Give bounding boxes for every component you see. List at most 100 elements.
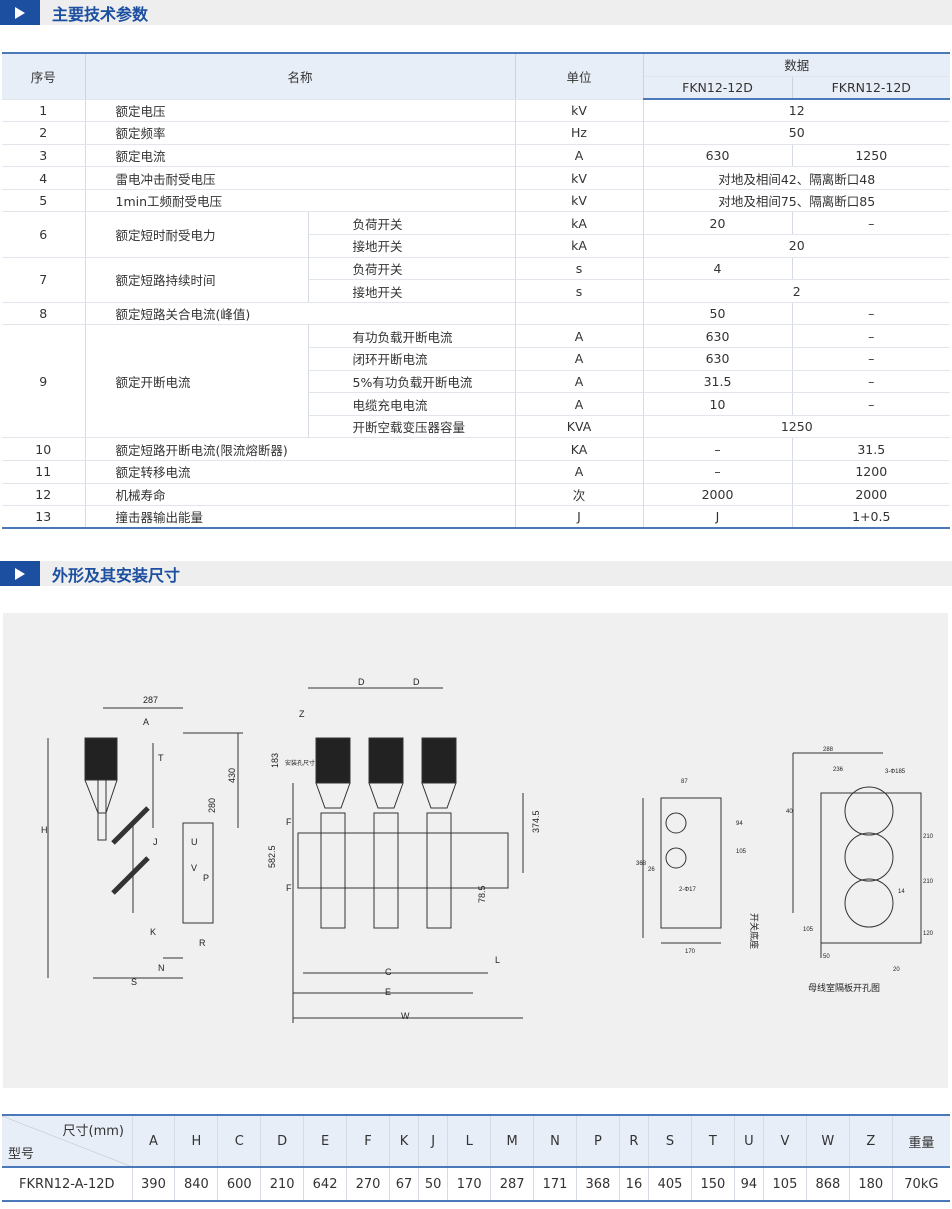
dim-header: T: [691, 1115, 735, 1168]
dimension-label: L: [495, 955, 500, 965]
dim-value: 210: [260, 1167, 305, 1201]
dimension-label: 183: [270, 753, 280, 768]
unit: kV: [515, 99, 644, 123]
dim-header: F: [346, 1115, 390, 1168]
dim-value: 868: [806, 1167, 850, 1201]
dim-value: 50: [418, 1167, 449, 1201]
dimension-label: D: [358, 677, 365, 687]
value-model1: J: [643, 505, 793, 529]
param-name: 额定电压: [85, 99, 516, 123]
value-model1: 50: [643, 302, 793, 326]
sub-param-name: 开断空载变压器容量: [308, 415, 516, 439]
dimension-label: W: [401, 1011, 410, 1021]
unit: KA: [515, 437, 644, 461]
dim-header: U: [734, 1115, 765, 1168]
dim-value: 94: [734, 1167, 765, 1201]
model-cell: FKRN12-A-12D: [2, 1167, 133, 1201]
dim-header: P: [576, 1115, 620, 1168]
header-model1: FKN12-12D: [643, 76, 793, 100]
dimension-label: 105: [803, 927, 814, 933]
value-model2: 2000: [792, 483, 950, 507]
dimension-label: 20: [893, 967, 900, 973]
value-model2: 31.5: [792, 437, 950, 461]
dimension-label: 87: [681, 779, 688, 785]
dimension-label: 94: [736, 821, 743, 827]
unit: 次: [515, 483, 644, 507]
row-number: 12: [2, 483, 86, 507]
dim-header: L: [447, 1115, 492, 1168]
section-title: 外形及其安装尺寸: [52, 565, 181, 585]
sub-param-name: 接地开关: [308, 279, 516, 303]
dim-header: J: [418, 1115, 449, 1168]
dimension-label: 26: [648, 867, 655, 873]
dim-value: 180: [849, 1167, 893, 1201]
dimension-label: 288: [823, 747, 834, 753]
dimension-label: 368: [636, 861, 647, 867]
value-model1: 10: [643, 392, 793, 416]
value-model1: 630: [643, 144, 793, 168]
header-model2: FKRN12-12D: [792, 76, 950, 100]
value-model1: –: [643, 437, 793, 461]
play-icon: [0, 0, 40, 25]
dim-header: E: [303, 1115, 348, 1168]
dim-header: Z: [849, 1115, 893, 1168]
dimension-label: 170: [685, 949, 696, 955]
value-model2: 1250: [792, 144, 950, 168]
value-model2: –: [792, 370, 950, 394]
dimension-label: S: [131, 977, 137, 987]
section-title: 主要技术参数: [52, 4, 149, 24]
dim-value: 170: [447, 1167, 492, 1201]
value-model2: –: [792, 324, 950, 349]
dim-header: A: [132, 1115, 176, 1168]
unit: KVA: [515, 415, 644, 439]
dimension-label: 78.5: [477, 885, 487, 903]
dimension-label: 280: [207, 798, 217, 813]
dimension-label: Z: [299, 709, 305, 719]
dimension-label: P: [203, 873, 209, 883]
dimension-label: R: [199, 938, 206, 948]
param-name: 机械寿命: [85, 483, 516, 507]
value-model1: 20: [643, 211, 793, 236]
value-model1: 2000: [643, 483, 793, 507]
dimension-label: F: [286, 817, 292, 827]
dim-header: D: [260, 1115, 305, 1168]
unit: kV: [515, 166, 644, 190]
dimension-label: 105: [736, 849, 747, 855]
unit: A: [515, 144, 644, 168]
sub-param-name: 电缆充电电流: [308, 392, 516, 416]
value: 12: [643, 99, 950, 123]
value-model2: –: [792, 211, 950, 236]
param-name: 额定短时耐受电力: [85, 211, 309, 258]
dim-value: 70kG: [904, 1176, 939, 1192]
unit: A: [515, 324, 644, 349]
row-number: 2: [2, 121, 86, 145]
row-number: 7: [2, 257, 86, 303]
dim-value: 270: [346, 1167, 390, 1201]
row-number: 10: [2, 437, 86, 461]
dim-value: 105: [763, 1167, 807, 1201]
dimension-label: 2-Φ17: [679, 887, 696, 893]
sub-param-name: 负荷开关: [308, 211, 516, 236]
section-header-specs: 主要技术参数: [0, 0, 952, 25]
row-number: 9: [2, 324, 86, 439]
header-data: 数据: [643, 53, 950, 77]
value-model2: [792, 257, 950, 281]
dimension-label: D: [413, 677, 420, 687]
corner-header: 尺寸(mm) 型号: [2, 1115, 133, 1168]
row-number: 6: [2, 211, 86, 258]
dim-value: 368: [576, 1167, 620, 1201]
value-model2: 1200: [792, 460, 950, 484]
dimension-label: 40: [786, 809, 793, 815]
